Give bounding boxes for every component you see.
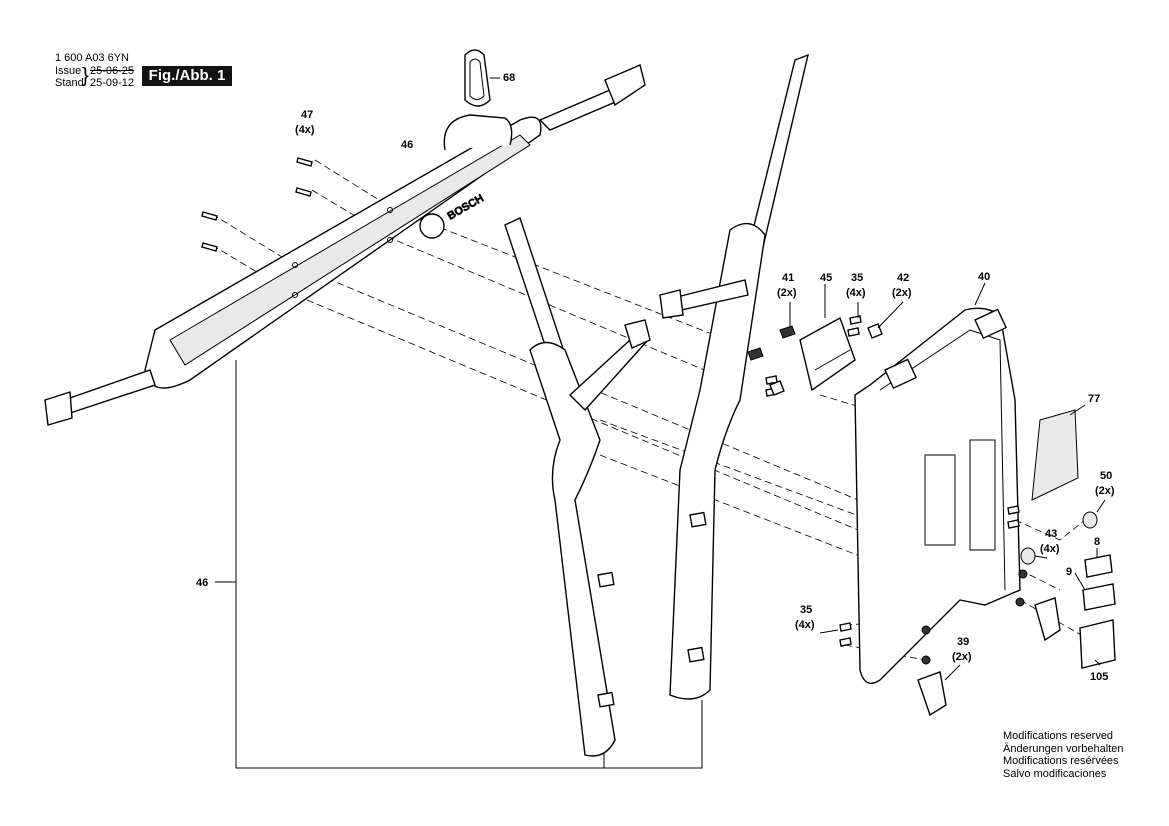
issue-label: Issue <box>55 65 82 77</box>
callout-41: 41 <box>782 272 794 284</box>
callout-9: 9 <box>1066 566 1072 578</box>
callout-50-qty: (2x) <box>1095 485 1115 497</box>
part-number: 1 600 A03 6YN <box>55 52 130 64</box>
callout-45: 45 <box>820 272 832 284</box>
leader-lines <box>490 77 1106 681</box>
screws-47 <box>201 157 313 252</box>
pad-77 <box>1031 409 1079 501</box>
mounting-hardware <box>747 315 883 397</box>
footer-line-es: Salvo modificaciones <box>1003 767 1107 780</box>
hooks-39 <box>839 597 1061 717</box>
figure-label: Fig./Abb. 1 <box>142 66 232 86</box>
callout-35-bottom-qty: (4x) <box>795 619 815 631</box>
callout-77: 77 <box>1088 393 1100 405</box>
carabiner-68 <box>464 49 491 107</box>
stand-label: Stand <box>55 77 84 89</box>
back-plate-40 <box>854 307 1021 684</box>
knobs <box>921 505 1098 665</box>
callout-68: 68 <box>503 72 515 84</box>
right-shoulder-strap <box>659 53 809 700</box>
callout-35-top-qty: (4x) <box>846 287 866 299</box>
callout-41-qty: (2x) <box>777 287 797 299</box>
footer-line-fr: Modifications resérvées <box>1003 755 1119 767</box>
left-shoulder-strap <box>504 217 651 757</box>
part-callouts: 68 47 (4x) 46 46 41 (2x) 45 35 (4x) 42 (… <box>196 72 1115 683</box>
footer-line-en: Modifications reserved <box>1003 730 1114 742</box>
callout-46-top: 46 <box>401 139 413 151</box>
footer-line-de: Änderungen vorbehalten <box>1003 742 1124 755</box>
callout-47-qty: (4x) <box>295 124 315 136</box>
callout-43: 43 <box>1045 528 1057 540</box>
part-46-bracket <box>215 360 703 769</box>
callout-50: 50 <box>1100 470 1112 482</box>
callout-105: 105 <box>1090 671 1108 683</box>
callout-35-bottom: 35 <box>800 604 812 616</box>
callout-8: 8 <box>1094 536 1100 548</box>
hip-belt-46: BOSCH <box>44 64 646 426</box>
callout-39-qty: (2x) <box>952 651 972 663</box>
labels-8-9-105 <box>1079 554 1116 669</box>
brace: } <box>82 65 89 87</box>
callout-40: 40 <box>978 271 990 283</box>
callout-46-left: 46 <box>196 577 208 589</box>
callout-47: 47 <box>301 109 313 121</box>
callout-35-top: 35 <box>851 272 863 284</box>
callout-42: 42 <box>897 272 909 284</box>
callout-43-qty: (4x) <box>1040 543 1060 555</box>
stand-date: 25-09-12 <box>90 77 135 89</box>
footer-notice: Modifications reserved Änderungen vorbeh… <box>1003 730 1123 780</box>
callout-39: 39 <box>957 636 969 648</box>
issue-date: 25-06-25 <box>90 65 135 77</box>
callout-42-qty: (2x) <box>892 287 912 299</box>
